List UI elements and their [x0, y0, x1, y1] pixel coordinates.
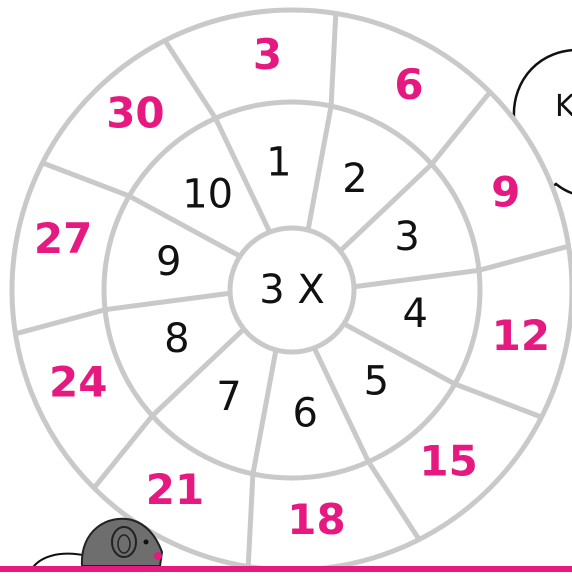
outer-product: 6	[394, 60, 423, 109]
inner-multiplier: 2	[342, 156, 367, 202]
inner-multiplier: 7	[216, 374, 241, 420]
inner-multiplier: 3	[394, 214, 419, 260]
outer-product: 27	[34, 214, 92, 263]
mouse-eye	[144, 540, 149, 545]
inner-multiplier: 5	[364, 359, 389, 405]
mouse-icon	[30, 519, 162, 572]
mouse-nose	[154, 552, 162, 560]
center-label: 3 X	[259, 267, 325, 313]
speech-bubble-text: K	[555, 89, 572, 124]
inner-multiplier: 8	[164, 316, 189, 362]
outer-product: 30	[106, 89, 164, 138]
inner-multiplier: 4	[403, 291, 428, 337]
outer-product: 9	[491, 167, 520, 216]
outer-product: 18	[287, 495, 345, 544]
outer-product: 15	[419, 436, 477, 485]
outer-product: 12	[492, 311, 550, 360]
inner-multiplier: 6	[292, 390, 317, 436]
outer-product: 3	[253, 30, 282, 79]
bottom-bar	[0, 566, 572, 572]
inner-multiplier: 1	[266, 140, 291, 186]
outer-product: 24	[49, 358, 107, 407]
outer-product: 21	[146, 465, 204, 514]
inner-multiplier: 10	[182, 171, 233, 217]
inner-multiplier: 9	[156, 239, 181, 285]
